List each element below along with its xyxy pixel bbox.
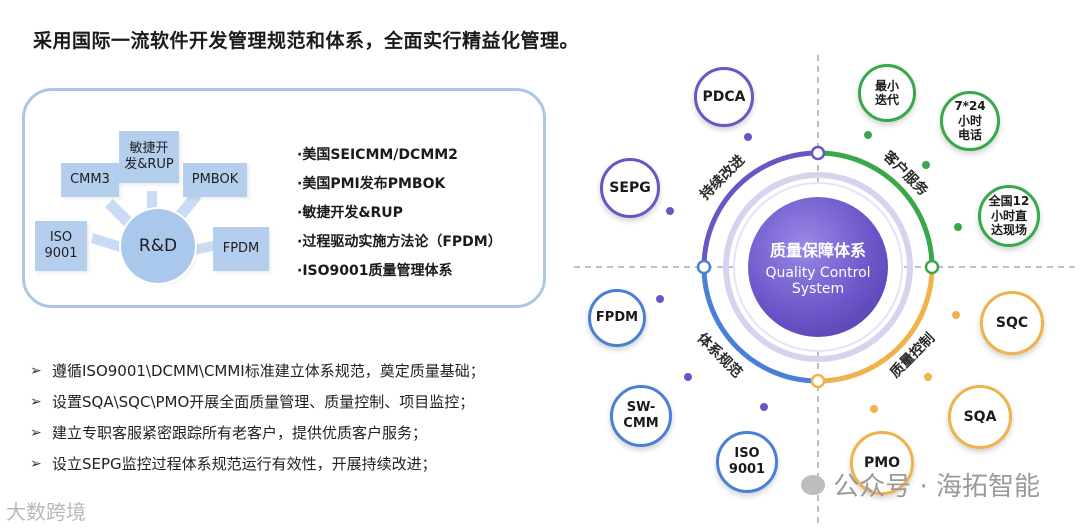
- corner-watermark: 大数跨境: [6, 500, 86, 524]
- arrow-bullet-icon: ➢: [30, 425, 42, 441]
- hotline-7x24-label: 7*24 小时 电话: [954, 99, 986, 143]
- rd-center-label: R&D: [138, 236, 178, 256]
- min-iteration-node: 最小 迭代: [858, 64, 916, 122]
- pdca-node: PDCA: [694, 67, 754, 127]
- bullet-item: ➢ 设置SQA\SQC\PMO开展全面质量管理、质量控制、项目监控；: [30, 387, 485, 418]
- pmo-label: PMO: [863, 454, 901, 471]
- iso-label: ISO 9001: [44, 229, 78, 261]
- sw-cmm-label: SW- CMM: [623, 400, 659, 431]
- orange-dot-icon: [870, 405, 878, 413]
- wechat-watermark: 公众号 · 海拓智能: [801, 466, 1040, 503]
- agile-rup-label: 敏捷开 发&RUP: [124, 140, 174, 172]
- standard-item: ·敏捷开发&RUP: [297, 205, 403, 221]
- fpdm-satellite-node: FPDM: [588, 289, 646, 347]
- purple-dot-icon: [684, 373, 692, 381]
- center-title-cn: 质量保障体系: [769, 241, 866, 260]
- arrow-bullet-icon: ➢: [30, 456, 42, 472]
- rd-center-node: R&D: [121, 209, 195, 283]
- sepg-node: SEPG: [600, 158, 660, 218]
- sepg-label: SEPG: [609, 179, 651, 196]
- arrow-bullet-icon: ➢: [30, 394, 42, 410]
- pdca-label: PDCA: [702, 88, 746, 105]
- bullet-text: 设立SEPG监控过程体系规范运行有效性，开展持续改进；: [52, 455, 437, 473]
- standards-list: ·美国SEICMM/DCMM2 ·美国PMI发布PMBOK ·敏捷开发&RUP …: [297, 141, 502, 286]
- arrow-bullet-icon: ➢: [30, 363, 42, 379]
- purple-dot-icon: [656, 295, 664, 303]
- rd-panel: CMM3 敏捷开 发&RUP PMBOK ISO 9001 FPDM R&D ·…: [22, 88, 546, 308]
- standard-item: ·美国PMI发布PMBOK: [297, 176, 446, 192]
- orange-dot-icon: [924, 373, 932, 381]
- sqc-label: SQC: [995, 314, 1029, 331]
- watermark-text: 公众号 · 海拓智能: [833, 472, 1040, 502]
- sqa-label: SQA: [963, 408, 997, 425]
- center-title-en1: Quality Control: [765, 265, 871, 281]
- bullet-text: 建立专职客服紧密跟踪所有老客户，提供优质客户服务；: [52, 424, 428, 442]
- fpdm-node: FPDM: [213, 227, 269, 271]
- pmbok-node: PMBOK: [183, 163, 247, 197]
- purple-dot-icon: [666, 207, 674, 215]
- purple-dot-icon: [744, 133, 752, 141]
- green-dot-icon: [954, 223, 962, 231]
- bullet-text: 设置SQA\SQC\PMO开展全面质量管理、质量控制、项目监控；: [52, 393, 475, 411]
- center-circle: 质量保障体系 Quality Control System: [748, 197, 888, 337]
- fpdm-label: FPDM: [222, 240, 260, 256]
- cmm3-label: CMM3: [70, 171, 110, 187]
- purple-dot-icon: [760, 403, 768, 411]
- agile-rup-node: 敏捷开 发&RUP: [119, 131, 179, 183]
- standard-item: ·美国SEICMM/DCMM2: [297, 147, 458, 163]
- wechat-icon: [801, 474, 826, 495]
- standard-item: ·ISO9001质量管理体系: [297, 263, 453, 279]
- min-iteration-label: 最小 迭代: [874, 78, 899, 107]
- cmm3-node: CMM3: [61, 163, 119, 197]
- center-title-en2: System: [791, 281, 845, 297]
- hotline-7x24-node: 7*24 小时 电话: [940, 91, 1000, 151]
- sqa-node: SQA: [948, 385, 1012, 449]
- page-title: 采用国际一流软件开发管理规范和体系，全面实行精益化管理。: [33, 30, 580, 52]
- onsite-12h-label: 全国12 小时直 达现场: [988, 194, 1030, 238]
- green-dot-icon: [864, 131, 872, 139]
- pmbok-label: PMBOK: [191, 171, 239, 187]
- iso-node: ISO 9001: [35, 221, 87, 271]
- bullet-item: ➢ 遵循ISO9001\DCMM\CMMI标准建立体系规范，奠定质量基础；: [30, 356, 485, 387]
- pmo-node: PMO: [850, 431, 914, 495]
- quality-system-diagram: 质量保障体系 Quality Control System 持续改进 客户服务 …: [570, 55, 1080, 531]
- sw-cmm-node: SW- CMM: [610, 385, 672, 447]
- sqc-node: SQC: [980, 291, 1044, 355]
- bullet-list: ➢ 遵循ISO9001\DCMM\CMMI标准建立体系规范，奠定质量基础； ➢ …: [30, 356, 485, 480]
- green-dot-icon: [922, 161, 930, 169]
- iso9001-satellite-node: ISO 9001: [716, 431, 778, 493]
- fpdm-satellite-label: FPDM: [595, 310, 639, 326]
- bullet-item: ➢ 设立SEPG监控过程体系规范运行有效性，开展持续改进；: [30, 449, 485, 480]
- bullet-item: ➢ 建立专职客服紧密跟踪所有老客户，提供优质客户服务；: [30, 418, 485, 449]
- onsite-12h-node: 全国12 小时直 达现场: [978, 185, 1040, 247]
- iso9001-satellite-label: ISO 9001: [728, 446, 766, 477]
- standard-item: ·过程驱动实施方法论（FPDM）: [297, 234, 502, 250]
- orange-dot-icon: [952, 311, 960, 319]
- bullet-text: 遵循ISO9001\DCMM\CMMI标准建立体系规范，奠定质量基础；: [52, 362, 485, 380]
